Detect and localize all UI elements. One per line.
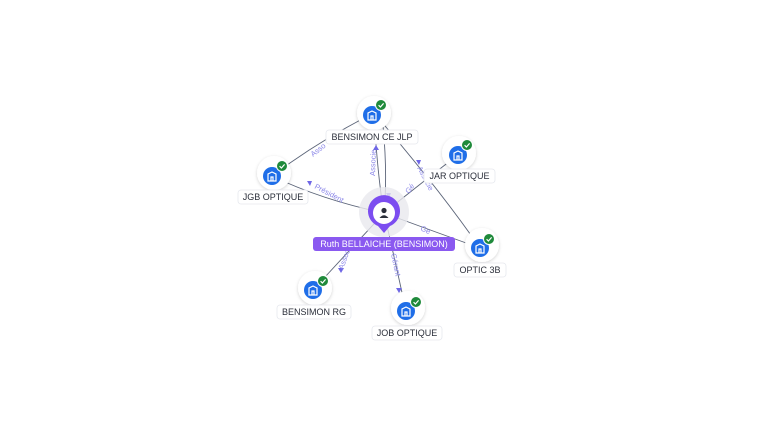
arrow-head [416,160,421,165]
verified-badge [317,275,329,287]
person-icon [379,207,389,218]
building-icon [367,110,377,121]
verified-badge [410,296,422,308]
company-node-bensimon-rg[interactable]: BENSIMON RG [276,271,352,320]
node-label: JGB OPTIQUE [243,192,304,202]
company-node-job-optique[interactable]: JOB OPTIQUE [371,291,443,341]
verified-badge [375,99,387,111]
node-label-box [237,189,309,205]
company-node-jgb-optique[interactable]: JGB OPTIQUE [237,156,309,205]
building-icon [475,243,485,254]
check-icon [378,103,385,108]
node-label-box [453,262,507,278]
edge-label: Gérant [389,253,403,278]
check-icon [464,143,471,148]
building-icon [453,150,463,161]
edge-label: Assoc [336,248,352,271]
check-icon [279,164,286,169]
check-icon [486,237,493,242]
node-label-box [276,304,352,320]
company-node-bensimon-ce-jlp[interactable]: BENSIMON CE JLP [325,96,419,145]
verified-badge [461,139,473,151]
verified-badge [276,160,288,172]
node-label: JAR OPTIQUE [429,171,489,181]
building-icon [401,306,411,317]
company-node-optic-3b[interactable]: OPTIC 3B [453,228,507,278]
arrow-head [396,288,402,293]
arrow-head [307,181,312,186]
node-label: BENSIMON CE JLP [331,132,412,142]
node-label-box [325,129,419,145]
edge-label: Ge [419,224,432,236]
arrow-head [373,145,379,150]
building-icon [267,171,277,182]
edge-label: Gé [403,182,416,195]
check-icon [413,300,420,305]
verified-badge [483,233,495,245]
center-person-label: Ruth BELLAICHE (BENSIMON) [320,239,448,249]
center-person-node[interactable]: Ruth BELLAICHE (BENSIMON) [313,187,455,251]
arrow-head [338,268,344,273]
company-node-jar-optique[interactable]: JAR OPTIQUE [423,136,496,184]
building-icon [308,285,318,296]
node-label: JOB OPTIQUE [377,328,438,338]
node-label: OPTIC 3B [459,265,500,275]
center-label-box [313,237,455,251]
edge-label: Président [313,182,346,205]
node-label-box [371,325,443,341]
edge-label: Associe [368,150,378,177]
node-label: BENSIMON RG [282,307,346,317]
check-icon [320,279,327,284]
node-label-box [423,168,496,184]
edge-label: Asso [309,141,328,158]
